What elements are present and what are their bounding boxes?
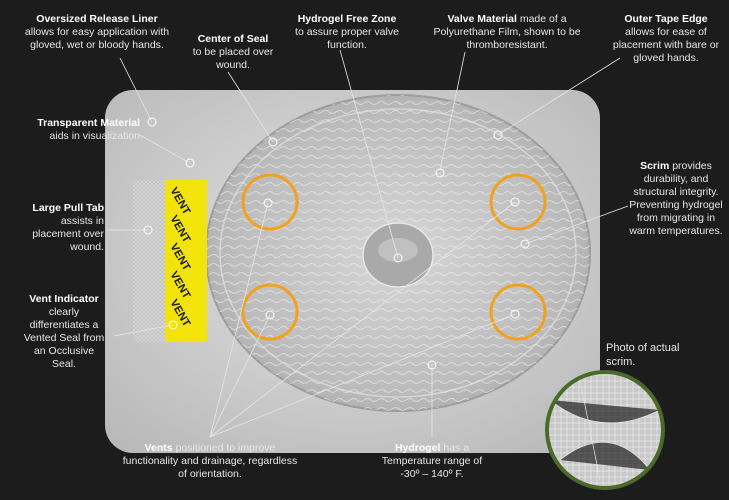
label-transparent-title: Transparent Material — [37, 117, 140, 129]
vent-ring-top-left — [241, 173, 299, 231]
label-center-title: Center of Seal — [197, 33, 269, 45]
vent-ring-bottom-left — [241, 283, 299, 341]
label-outer-tape-title: Outer Tape Edge — [624, 13, 708, 25]
vent-ring-top-right — [489, 173, 547, 231]
label-center-body: to be placed over wound. — [192, 46, 274, 71]
label-hydrogel-free-zone: Hydrogel Free Zone to assure proper valv… — [282, 13, 412, 52]
label-hydrogel-free-body: to assure proper valve function. — [295, 26, 399, 51]
vent-ring-bottom-right — [489, 283, 547, 341]
label-center-of-seal: Center of Seal to be placed over wound. — [178, 33, 288, 72]
label-hydrogel-free-title: Hydrogel Free Zone — [297, 13, 397, 25]
label-vents: Vents positioned to improve functionalit… — [120, 442, 300, 481]
label-oversized-release-liner: Oversized Release Liner allows for easy … — [22, 13, 172, 52]
label-outer-tape-body: allows for ease of placement with bare o… — [612, 26, 720, 64]
label-outer-tape-edge: Outer Tape Edge allows for ease of place… — [610, 13, 722, 65]
label-vents-body: positioned to improve functionality and … — [122, 442, 298, 480]
label-scrim: Scrim provides durability, and structura… — [628, 160, 724, 238]
label-vent-indicator-body: clearly differentiates a Vented Seal fro… — [23, 306, 105, 370]
label-pull-tab-title: Large Pull Tab — [32, 202, 104, 214]
label-valve-body: made of a Polyurethane Film, shown to be… — [433, 13, 581, 51]
label-valve-material: Valve Material made of a Polyurethane Fi… — [432, 13, 582, 52]
label-vents-title: Vents — [144, 442, 173, 454]
label-vent-indicator: Vent Indicator clearly differentiates a … — [22, 293, 106, 371]
label-oversized-body: allows for easy application with gloved,… — [24, 26, 170, 51]
label-transparent-body: aids in visualization — [49, 130, 140, 142]
label-scrim-body: provides durability, and structural inte… — [629, 160, 723, 237]
label-hydrogel: Hydrogel has a Temperature range of -30º… — [372, 442, 492, 481]
label-vent-indicator-title: Vent Indicator — [29, 293, 99, 305]
label-hydrogel-title: Hydrogel — [394, 442, 441, 454]
label-large-pull-tab: Large Pull Tab assists in placement over… — [22, 202, 104, 254]
label-valve-title: Valve Material — [447, 13, 517, 25]
label-pull-tab-body: assists in placement over wound. — [32, 215, 104, 253]
label-oversized-title: Oversized Release Liner — [36, 13, 158, 25]
label-scrim-title: Scrim — [640, 160, 670, 172]
scrim-photo-caption: Photo of actual scrim. — [606, 342, 680, 368]
label-transparent-material: Transparent Material aids in visualizati… — [22, 117, 140, 143]
vent-indicator-tab — [165, 180, 207, 342]
label-hydrogel-body: has a Temperature range of -30º – 140º F… — [381, 442, 483, 480]
